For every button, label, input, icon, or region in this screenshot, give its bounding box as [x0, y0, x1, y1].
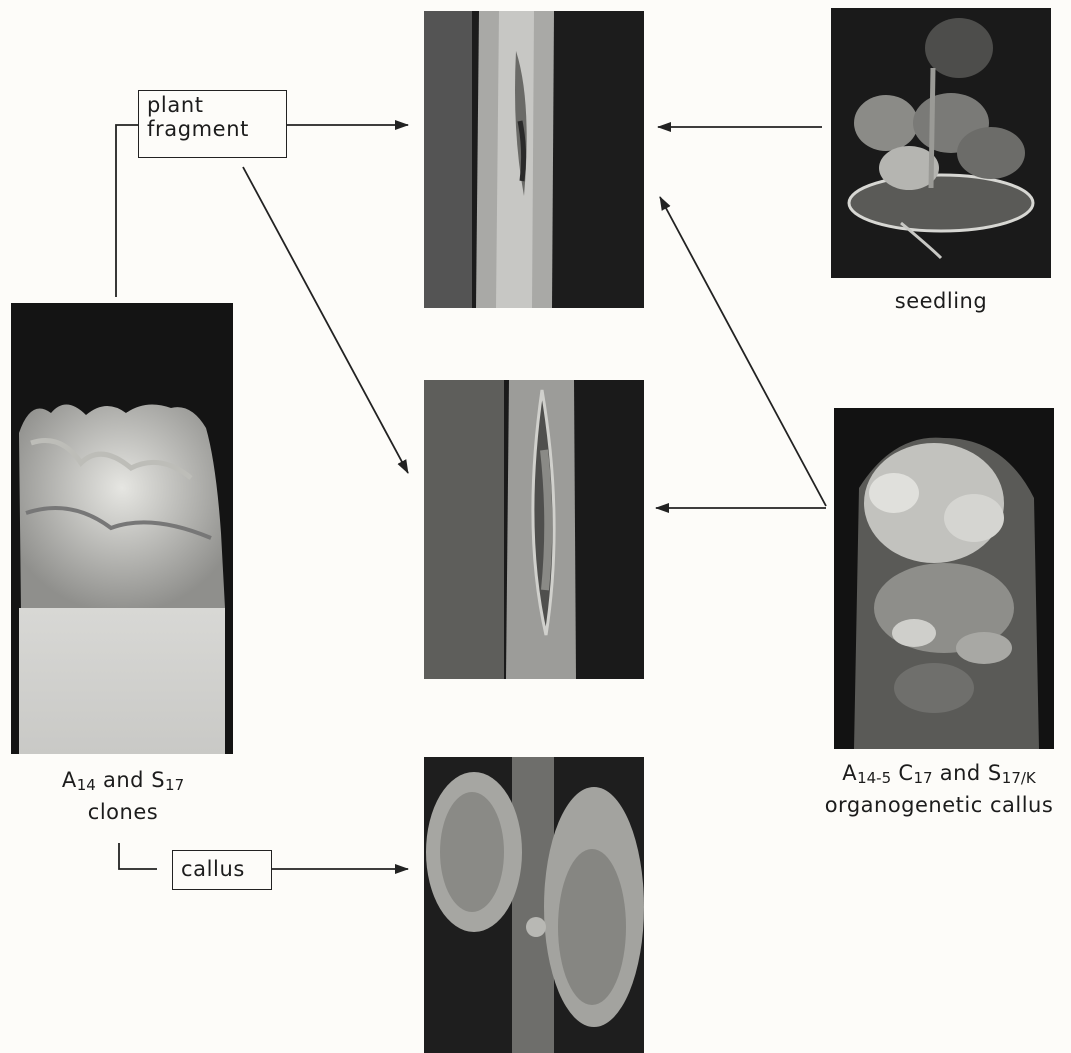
plant-fragment-line1: plant — [147, 93, 278, 117]
clones-label: A14 and S17 clones — [18, 767, 228, 826]
callus-box: callus — [172, 850, 272, 890]
organogenetic-label: A14-5 C17 and S17/K organogenetic callus — [811, 760, 1067, 819]
seedling-label: seedling — [831, 288, 1051, 315]
plant-fragment-line2: fragment — [147, 117, 278, 141]
fragment-to-stem2-arrow — [243, 167, 408, 473]
clones-to-callus-line — [119, 843, 157, 869]
clones-to-fragment-line — [116, 125, 138, 297]
plant-fragment-box: plant fragment — [138, 90, 287, 158]
organogenetic-to-stem1-arrow — [660, 197, 826, 506]
callus-box-label: callus — [181, 857, 245, 881]
